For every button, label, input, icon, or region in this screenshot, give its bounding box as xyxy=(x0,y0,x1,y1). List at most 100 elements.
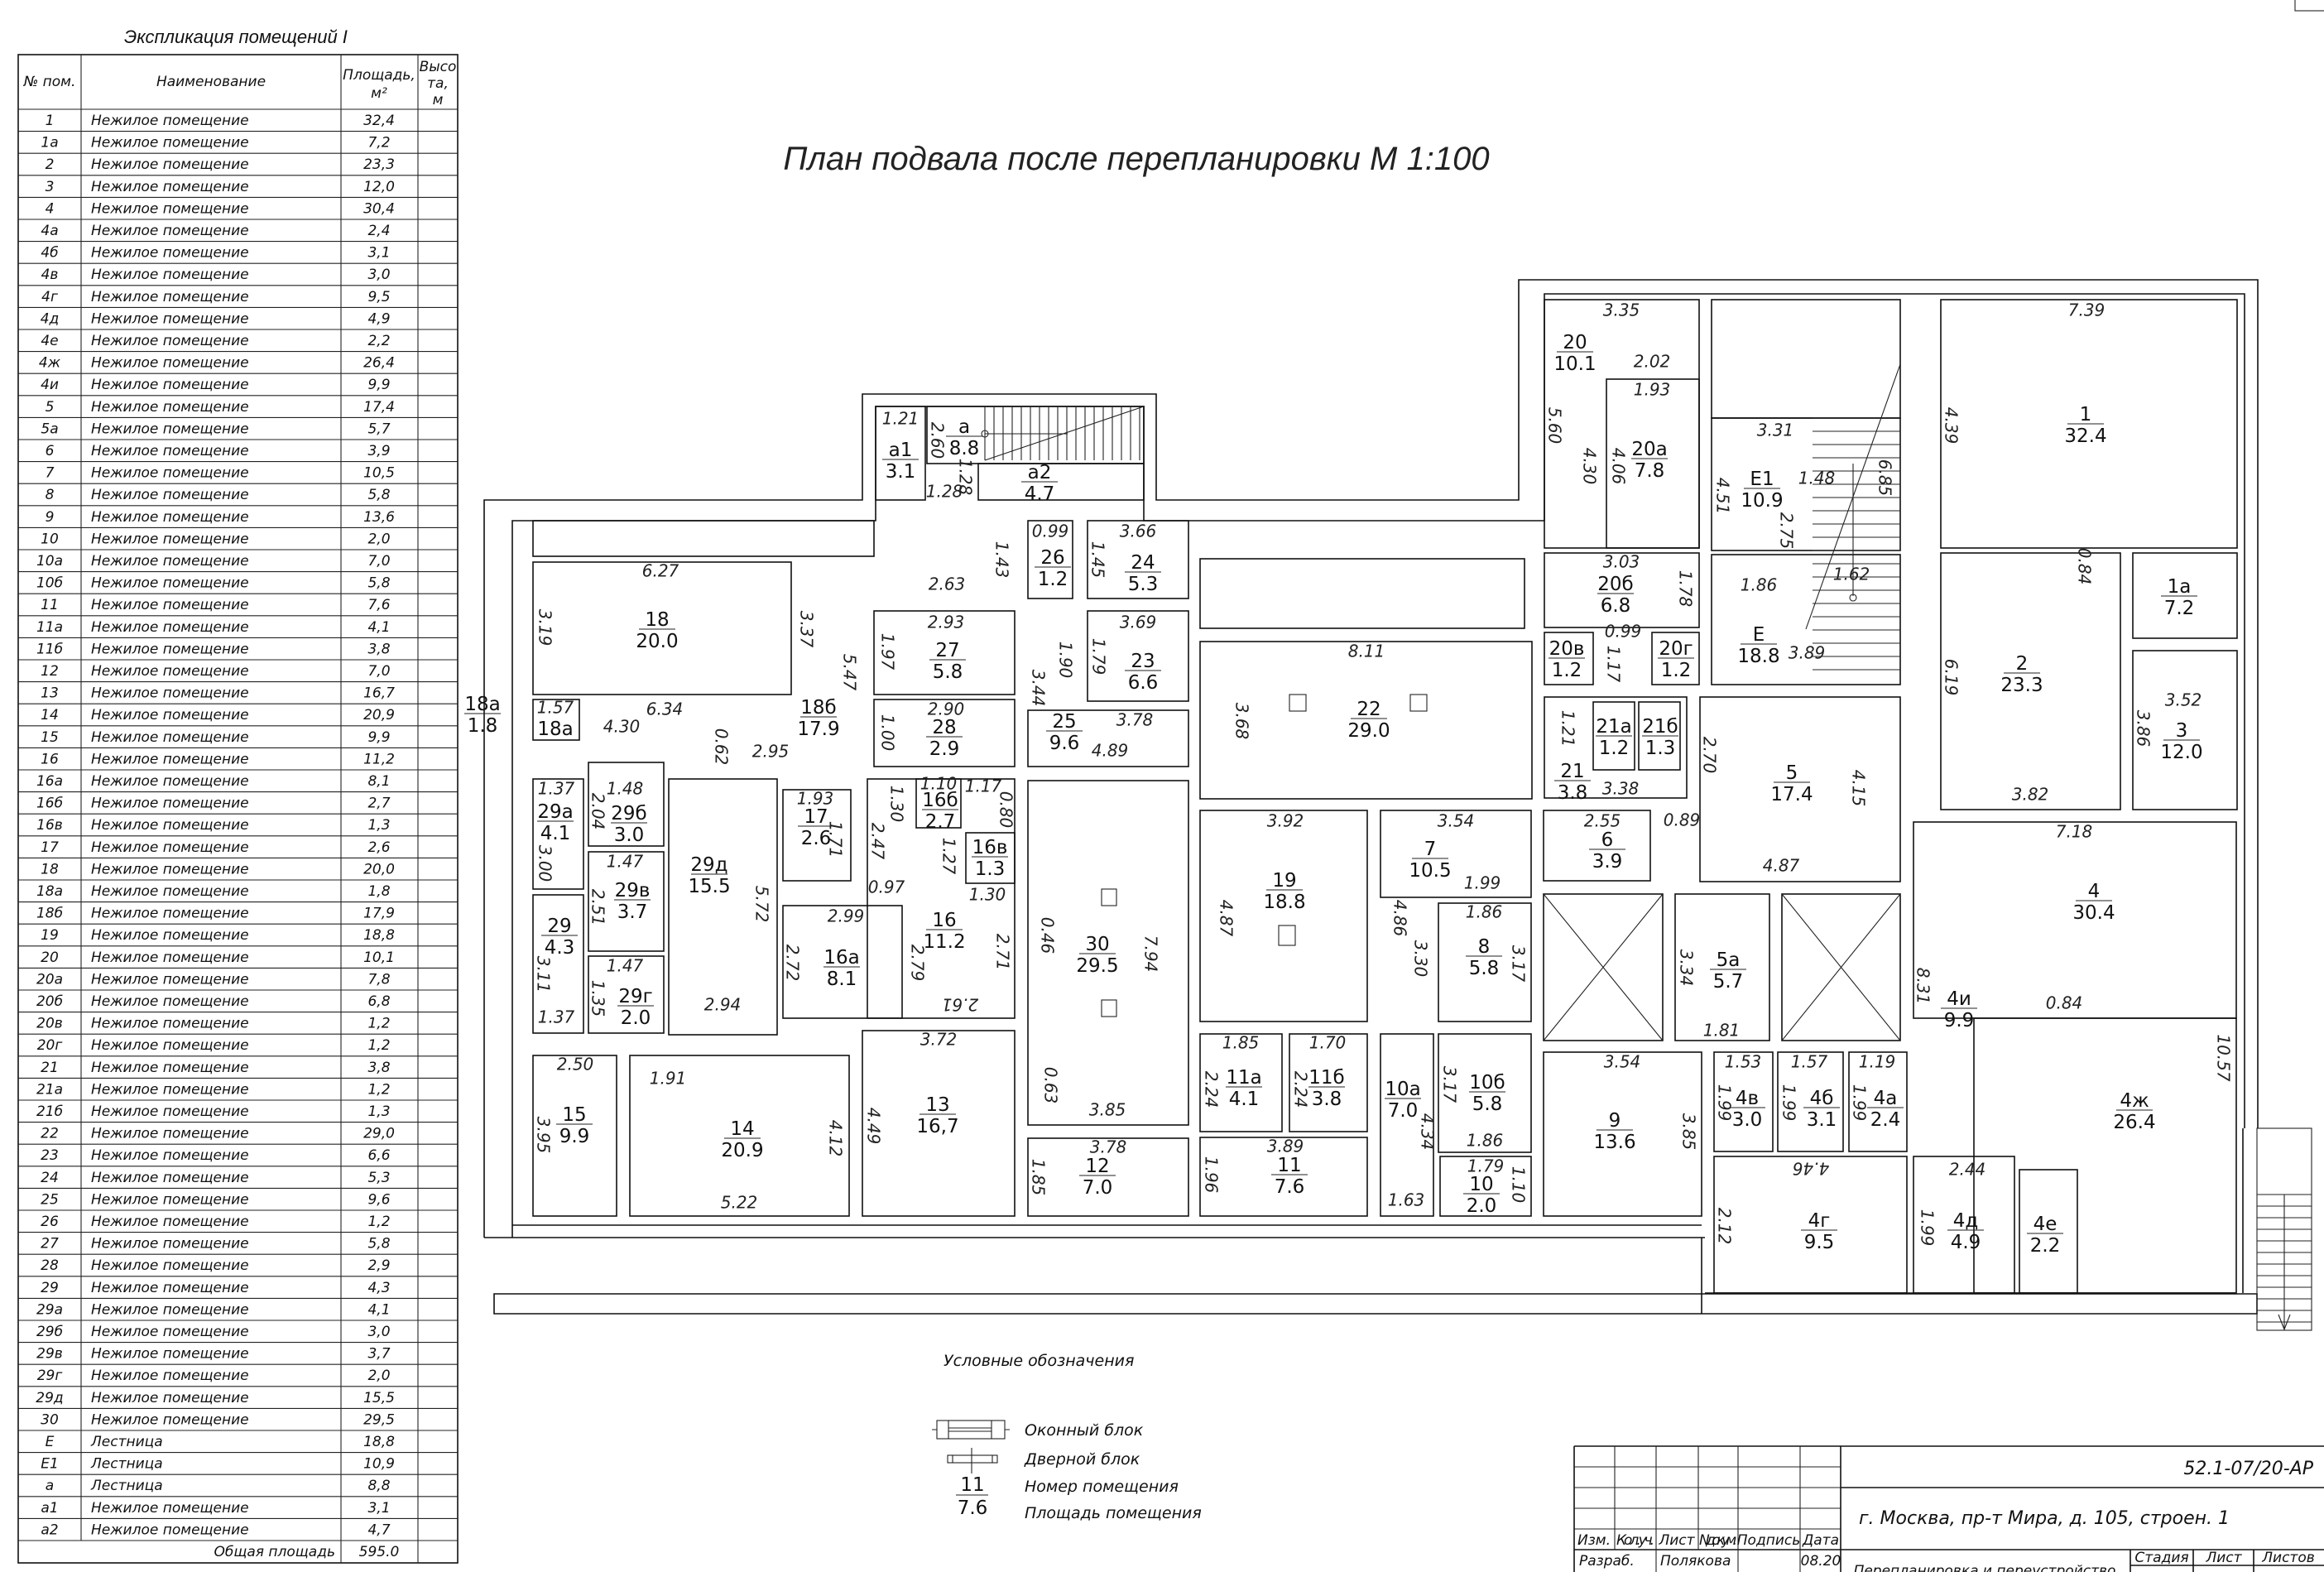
cell-room-area: 3,0 xyxy=(367,1324,390,1340)
room-outline xyxy=(588,955,665,1034)
cell-room-name: Нежилое помещение xyxy=(91,1390,249,1406)
dimension-label: 1.47 xyxy=(607,852,644,872)
room-area: 6.8 xyxy=(1601,595,1631,617)
dimension-label: 4.30 xyxy=(1580,448,1600,485)
dimension-label: 2.12 xyxy=(1715,1208,1735,1245)
dimension-label: 1.81 xyxy=(1703,1021,1741,1041)
room-outline xyxy=(1674,893,1770,1041)
cell-room-area: 4,7 xyxy=(367,1522,390,1538)
room-number: Е xyxy=(1753,624,1765,646)
room-number: 20б xyxy=(1597,574,1633,595)
cell-room-name: Нежилое помещение xyxy=(91,575,249,592)
room: 236.6 xyxy=(1087,610,1189,702)
cell-room-number: 13 xyxy=(41,685,59,702)
legend-sample-area: 7.6 xyxy=(958,1497,988,1519)
dimension-label: 2.72 xyxy=(783,945,803,982)
header-area: Площадь, xyxy=(343,67,415,84)
cell-room-area: 3,9 xyxy=(367,443,390,459)
cell-room-name: Нежилое помещение xyxy=(91,355,249,372)
room-number: 11б xyxy=(1308,1067,1344,1089)
cell-room-name: Нежилое помещение xyxy=(91,333,249,349)
cell-room-area: 7,0 xyxy=(367,663,390,680)
room-area: 11.2 xyxy=(923,931,965,953)
room-outline xyxy=(1544,696,1688,799)
room-outline xyxy=(1777,1051,1844,1152)
room-area: 2.7 xyxy=(925,811,956,833)
dimension-label: 3.68 xyxy=(1232,703,1252,740)
room-area: 7.0 xyxy=(1388,1100,1419,1122)
cell-room-name: Нежилое помещение xyxy=(91,641,249,657)
cell-room-number: 10а xyxy=(36,553,63,570)
header-height-2: та, xyxy=(427,75,449,92)
cell-room-name: Нежилое помещение xyxy=(91,156,249,173)
room: 275.8 xyxy=(873,610,1016,695)
sheet-header: Лист xyxy=(2205,1550,2242,1566)
room-outline xyxy=(1027,709,1189,767)
room-number: 25 xyxy=(1052,711,1076,733)
dimension-label: 1.90 xyxy=(1056,642,1076,679)
dimension-label: 1.62 xyxy=(1833,565,1870,584)
cell-room-name: Нежилое помещение xyxy=(91,1522,249,1538)
legend-window-label: Оконный блок xyxy=(1025,1421,1144,1440)
cell-room-area: 30,4 xyxy=(363,200,395,217)
room-number: 11 xyxy=(1277,1155,1301,1176)
room-outline xyxy=(1713,1156,1908,1294)
dimension-label: 6.27 xyxy=(642,561,679,581)
dimension-label: 0.62 xyxy=(712,728,732,766)
cell-room-area: 23,3 xyxy=(363,156,395,173)
room-area: 7.8 xyxy=(1635,460,1665,482)
cell-room-number: 12 xyxy=(41,663,59,680)
room-number: Е1 xyxy=(1750,469,1774,490)
room-outline xyxy=(1940,299,2238,549)
door-symbol-icon xyxy=(947,1448,998,1473)
cell-room-number: 16а xyxy=(36,773,63,790)
cell-room-number: 29г xyxy=(37,1368,63,1384)
cell-room-area: 29,0 xyxy=(363,1126,395,1142)
dimension-label: 3.95 xyxy=(534,1117,554,1154)
cell-room-name: Нежилое помещение xyxy=(91,817,249,834)
room-area: 15.5 xyxy=(688,876,730,897)
cell-room-number: 21а xyxy=(36,1081,63,1098)
room-area: 20.0 xyxy=(636,631,678,652)
room-area: 5.8 xyxy=(1472,1094,1503,1115)
room-area: 10.1 xyxy=(1553,353,1596,375)
cell-room-number: 22 xyxy=(41,1126,59,1142)
cell-room-area: 9,6 xyxy=(367,1191,390,1208)
cell-room-number: 9 xyxy=(46,509,55,526)
cell-room-area: 3,1 xyxy=(367,245,390,262)
room-outline xyxy=(1027,520,1073,599)
room: 710.5 xyxy=(1380,810,1532,898)
room-area: 4.1 xyxy=(540,823,571,844)
cell-room-area: 3,8 xyxy=(367,1060,390,1076)
room: 312.0 xyxy=(2132,650,2238,810)
cell-room-name: Нежилое помещение xyxy=(91,796,249,812)
cell-room-area: 1,2 xyxy=(367,1081,390,1098)
dimension-label: 3.85 xyxy=(1089,1100,1126,1120)
dimension-label: 1.45 xyxy=(1088,541,1108,579)
dimension-label: 0.97 xyxy=(868,877,905,897)
room-outline xyxy=(1027,1137,1189,1217)
dimension-label: 1.85 xyxy=(1222,1033,1260,1053)
dimension-label: 3.17 xyxy=(1509,945,1529,983)
dimension-label: 1.17 xyxy=(1604,646,1624,683)
cell-room-area: 26,4 xyxy=(363,355,395,372)
cell-room-number: 17 xyxy=(41,839,59,856)
room-outline xyxy=(588,762,665,847)
